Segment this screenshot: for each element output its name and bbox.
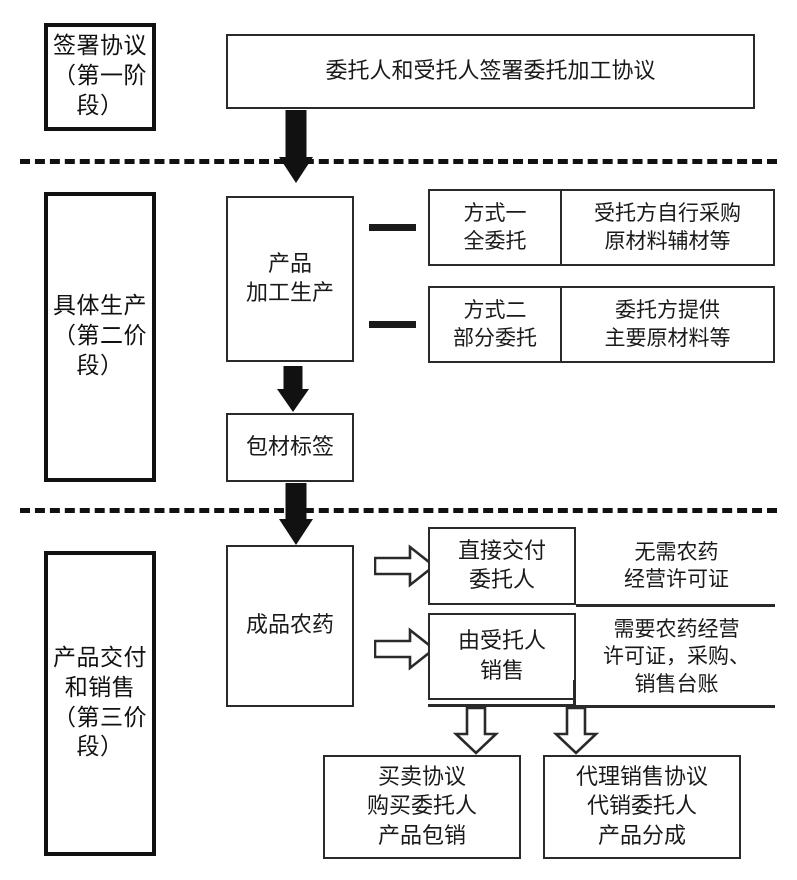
arrow-to-direct-delivery [374, 544, 436, 588]
arrow-agreement-to-production [272, 110, 320, 183]
node-direct-delivery: 直接交付 委托人 [428, 527, 576, 605]
node-agency-agreement: 代理销售协议 代销委托人 产品分成 [543, 755, 741, 859]
stage-label-delivery-sales: 产品交付 和销售 （第三价段） [44, 551, 156, 856]
method-1-name: 方式一 全委托 [430, 191, 562, 264]
note-1-rule [576, 604, 775, 607]
note-license-required: 需要农药经营 许可证，采购、 销售台账 [603, 617, 750, 696]
method-row-1: 方式一 全委托 受托方自行采购 原材料辅材等 [428, 189, 775, 266]
node-sign-agreement: 委托人和受托人签署委托加工协议 [226, 34, 755, 109]
node-product-processing: 产品 加工生产 [226, 196, 354, 362]
node-sale-agreement: 买卖协议 购买委托人 产品包销 [323, 755, 521, 859]
method-row-2: 方式二 部分委托 委托方提供 主要原材料等 [428, 286, 775, 363]
method-2-name: 方式二 部分委托 [430, 288, 562, 361]
stage-separator-2 [20, 508, 777, 513]
arrow-to-sale-agreement [452, 707, 500, 755]
node-finished-pesticide: 成品农药 [226, 545, 354, 707]
arrow-to-agency-agreement [552, 707, 600, 755]
branch-bar-riser [573, 680, 576, 707]
note-2-rule [576, 705, 775, 708]
connector-dash-method-1 [369, 224, 416, 231]
stage-separator-1 [20, 159, 777, 164]
branch-bar-left [428, 704, 576, 707]
arrow-production-to-packaging [272, 366, 314, 412]
node-packaging-label: 包材标签 [226, 413, 354, 482]
connector-dash-method-2 [369, 321, 416, 328]
method-1-detail: 受托方自行采购 原材料辅材等 [594, 201, 741, 253]
method-2-detail: 委托方提供 主要原材料等 [604, 298, 731, 350]
note-no-license-required: 无需农药 经营许可证 [624, 539, 729, 591]
arrow-packaging-to-finished [272, 483, 320, 545]
stage-label-production: 具体生产 （第二价段） [44, 192, 156, 482]
arrow-to-trustee-sales [374, 627, 436, 671]
stage-label-sign-agreement: 签署协议 （第一阶段） [44, 23, 156, 131]
node-sold-by-trustee: 由受托人 销售 [428, 613, 576, 700]
